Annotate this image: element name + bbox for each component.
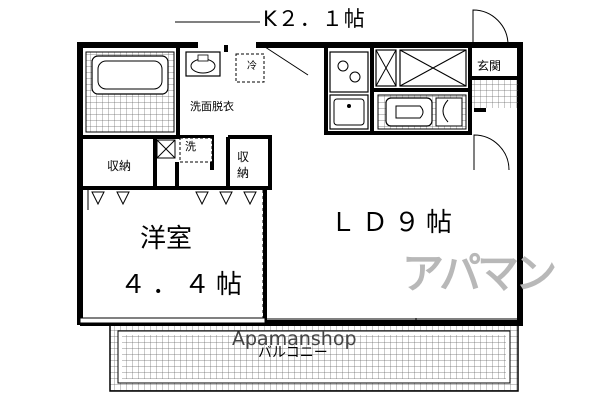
balcony-label: バルコニー <box>258 345 328 361</box>
entrance-label: 玄関 <box>477 59 502 73</box>
living-dining-label: ＬＤ９帖 <box>330 208 459 238</box>
watermark-logo-jp: アパマン <box>402 249 557 298</box>
stove <box>329 51 369 93</box>
washer-label: 洗 <box>185 140 196 153</box>
storage-right-label: 収納 <box>236 150 249 180</box>
western-room-label: 洋室 <box>140 224 193 254</box>
fridge-space <box>235 53 265 83</box>
watermark-logo-en: Apamanshop <box>232 328 357 350</box>
western-room-size: ４．４帖 <box>120 270 249 300</box>
fridge-label: 冷 <box>247 61 257 72</box>
entrance-floor <box>472 80 518 108</box>
kitchen-label: K２．１帖 <box>263 7 366 31</box>
washer-space <box>179 137 213 163</box>
storage-left-label: 収納 <box>107 159 132 173</box>
washroom-label: 洗面脱衣 <box>190 100 234 113</box>
